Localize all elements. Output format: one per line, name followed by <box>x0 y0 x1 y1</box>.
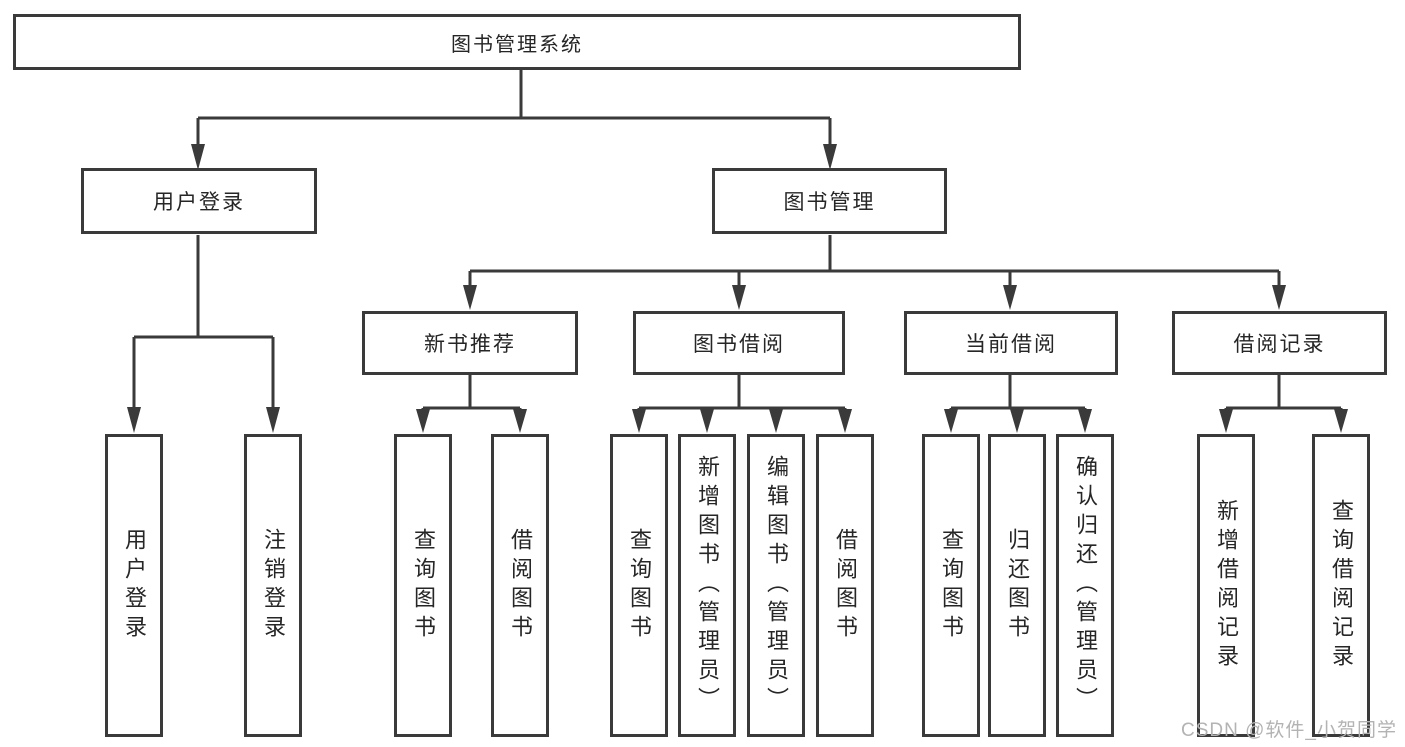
leaf-query-books-newbook-label: 查询图书 <box>411 527 436 644</box>
node-current-borrow-label: 当前借阅 <box>965 333 1057 356</box>
node-user-login-label: 用户登录 <box>153 191 245 214</box>
leaf-confirm-return-admin-label: 确认归还（管理员） <box>1073 455 1098 716</box>
leaf-logout-label: 注销登录 <box>261 527 286 644</box>
leaf-borrow-books-newbook: 借阅图书 <box>491 434 549 737</box>
leaf-query-books-borrow-label: 查询图书 <box>627 527 652 644</box>
leaf-confirm-return-admin: 确认归还（管理员） <box>1056 434 1114 737</box>
node-borrow-records: 借阅记录 <box>1172 311 1387 375</box>
leaf-borrow-books-newbook-label: 借阅图书 <box>508 527 533 644</box>
node-root-label: 图书管理系统 <box>451 33 583 56</box>
connector-user-login-to-leaves <box>132 235 275 409</box>
leaf-query-books-newbook: 查询图书 <box>394 434 452 737</box>
leaf-add-borrow-record-label: 新增借阅记录 <box>1214 498 1239 673</box>
leaf-query-books-current-label: 查询图书 <box>939 527 964 644</box>
node-borrow-records-label: 借阅记录 <box>1233 333 1326 356</box>
arrowhead-icon <box>1272 285 1286 310</box>
leaf-return-book-label: 归还图书 <box>1005 527 1030 644</box>
leaf-query-books-current: 查询图书 <box>922 434 980 737</box>
arrowhead-icon <box>1219 409 1233 433</box>
arrowhead-icon <box>1334 409 1348 433</box>
arrowhead-icon <box>838 409 852 433</box>
connector-book-borrow-to-leaves <box>637 375 847 411</box>
arrowhead-icon <box>127 407 141 433</box>
leaf-borrow-books-borrow-label: 借阅图书 <box>833 527 858 644</box>
arrowhead-icon <box>769 409 783 433</box>
node-new-book-recommend: 新书推荐 <box>362 311 578 375</box>
leaf-add-book-admin: 新增图书（管理员） <box>678 434 736 737</box>
leaf-query-books-borrow: 查询图书 <box>610 434 668 737</box>
leaf-return-book: 归还图书 <box>988 434 1046 737</box>
arrowhead-icon <box>416 409 430 433</box>
arrowhead-icon <box>823 144 837 170</box>
node-book-borrow-label: 图书借阅 <box>693 333 785 356</box>
leaf-query-borrow-record: 查询借阅记录 <box>1312 434 1370 737</box>
leaf-add-book-admin-label: 新增图书（管理员） <box>695 455 720 716</box>
leaf-edit-book-admin: 编辑图书（管理员） <box>747 434 805 737</box>
node-root: 图书管理系统 <box>13 14 1021 70</box>
leaf-query-borrow-record-label: 查询借阅记录 <box>1329 498 1354 673</box>
arrowhead-icon <box>632 409 646 433</box>
node-book-management: 图书管理 <box>712 168 947 234</box>
node-book-borrow: 图书借阅 <box>633 311 845 375</box>
arrowhead-icon <box>191 144 205 170</box>
arrowhead-icon <box>266 407 280 433</box>
arrowhead-icon <box>1003 285 1017 310</box>
csdn-watermark: CSDN @软件_小贺同学 <box>1181 720 1397 741</box>
connector-new-book-to-leaves <box>421 375 522 411</box>
leaf-logout: 注销登录 <box>244 434 302 737</box>
leaf-add-borrow-record: 新增借阅记录 <box>1197 434 1255 737</box>
node-user-login: 用户登录 <box>81 168 317 234</box>
leaf-user-login-label: 用户登录 <box>122 527 147 644</box>
node-book-management-label: 图书管理 <box>783 191 876 214</box>
arrowhead-icon <box>944 409 958 433</box>
arrowhead-icon <box>463 285 477 310</box>
arrowhead-icon <box>700 409 714 433</box>
connector-book-mgmt-to-level3 <box>468 235 1281 287</box>
arrowhead-icon <box>732 285 746 310</box>
leaf-edit-book-admin-label: 编辑图书（管理员） <box>764 455 789 716</box>
arrowhead-icon <box>513 409 527 433</box>
leaf-user-login: 用户登录 <box>105 434 163 737</box>
arrowhead-icon <box>1010 409 1024 433</box>
node-current-borrow: 当前借阅 <box>904 311 1118 375</box>
connector-current-borrow-to-leaves <box>949 375 1087 411</box>
arrowhead-icon <box>1078 409 1092 433</box>
connector-root-to-level2 <box>196 68 832 146</box>
leaf-borrow-books-borrow: 借阅图书 <box>816 434 874 737</box>
node-new-book-recommend-label: 新书推荐 <box>424 333 516 356</box>
connector-borrow-records-to-leaves <box>1224 375 1343 411</box>
